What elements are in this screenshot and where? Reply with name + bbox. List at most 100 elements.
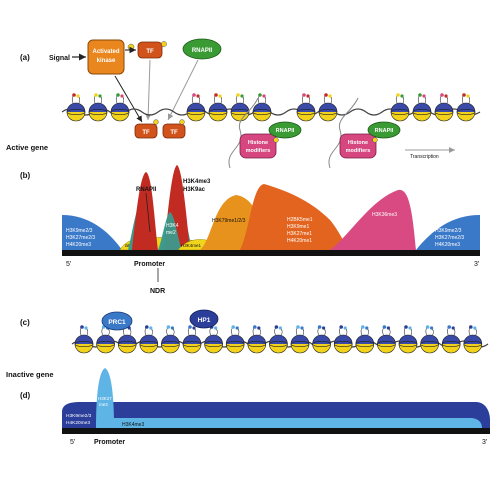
rnapii-top-label: RNAPII (192, 48, 213, 54)
tf-bound-2: TF (162, 123, 186, 139)
mid-marks-peak (240, 184, 350, 250)
repressive-marks-left (62, 215, 122, 250)
rnapii-pointer (145, 192, 151, 233)
panel-a-label: (a) (20, 53, 30, 62)
kinase-label-1: Activated (92, 49, 119, 55)
h3k4me3-band (96, 418, 482, 428)
h3k79-label: H3K79me1/2/3 (212, 218, 246, 224)
rep-right-3: H4K20me3 (435, 242, 460, 248)
inactive-left-2: H4K20me3 (66, 420, 90, 426)
active-nucleosome (412, 93, 432, 122)
hm1-label-1: Histone (248, 140, 268, 146)
gene-baseline-active (62, 250, 480, 256)
peak-rnapii-label: RNAPII (136, 187, 157, 193)
rep-right-2: H3K27me2/3 (435, 235, 464, 241)
h3k4me3-peak-left (132, 172, 158, 250)
h3k27me3-peak (96, 368, 114, 428)
inactive-nucleosome (441, 325, 461, 354)
inactive-nucleosome (247, 325, 267, 354)
active-nucleosome (88, 93, 108, 122)
mid-4: H4K20me1 (287, 238, 312, 244)
inactive-h3k4me3-label: H3K4me3 (122, 422, 144, 428)
mid-3: H3K27me1 (287, 231, 312, 237)
kinase-to-chromatin-arrow (114, 75, 143, 123)
inactive-nucleosome (355, 325, 375, 354)
mid-1: H2BK5me1 (287, 217, 313, 223)
rnapii-drop-arrow (167, 59, 199, 121)
transcript-line-2 (328, 97, 359, 169)
hp1-label: HP1 (198, 317, 211, 324)
h3k36me3-peak (330, 189, 416, 250)
tf-bound-dot-2 (179, 119, 185, 125)
active-nucleosome (230, 93, 250, 122)
nucleosome-array-inactive (74, 325, 483, 354)
h3k27-label-1: H3K27 (98, 396, 112, 401)
panel-c-label: (c) (20, 318, 30, 327)
tf-bound-1-label: TF (142, 130, 150, 136)
active-nucleosome (456, 93, 476, 122)
tf-bound-1: TF (134, 123, 158, 139)
transcription-label: Transcription (410, 154, 439, 160)
rep-left-1: H3K9me2/3 (66, 228, 93, 234)
inactive-left-1: H3K9me2/3 (66, 413, 92, 419)
h3k4me2-label-1: H3K4 (166, 223, 179, 229)
inactive-nucleosome (117, 325, 137, 354)
phosphate-dot (127, 43, 135, 51)
repressive-marks-right (416, 215, 480, 250)
inactive-nucleosome (204, 325, 223, 354)
inactive-gene-title: Inactive gene (6, 370, 54, 379)
hm2-label-2: modifiers (346, 148, 371, 154)
gene-baseline-inactive (62, 428, 490, 434)
histone-modifier-1: Histone modifiers (239, 133, 277, 159)
ndr-label: NDR (150, 288, 165, 295)
prc1-complex: PRC1 (101, 311, 133, 331)
promoter-inactive: Promoter (94, 439, 125, 446)
inactive-nucleosome (182, 325, 202, 354)
h3k4me2-label-2: me2 (166, 230, 176, 236)
prc1-label: PRC1 (108, 319, 126, 326)
active-gene-title: Active gene (6, 143, 48, 152)
active-nucleosome (186, 93, 206, 122)
three-prime-active: 3' (474, 261, 479, 268)
active-nucleosome (318, 93, 338, 122)
activated-kinase: Activated kinase (87, 39, 125, 75)
inactive-nucleosome (420, 325, 439, 354)
tf-top-label: TF (146, 49, 154, 55)
hm2-label-1: Histone (348, 140, 368, 146)
active-nucleosome (66, 93, 86, 122)
active-nucleosome (252, 93, 272, 122)
panel-d-label: (d) (20, 391, 31, 400)
hp1-complex: HP1 (189, 309, 219, 329)
h3k36me3-label: H3K36me3 (372, 212, 397, 218)
rnapii-elongating-1-label: RNAPII (276, 128, 295, 134)
five-prime-inactive: 5' (70, 439, 75, 446)
active-nucleosome (110, 93, 130, 122)
histone-modifier-2: Histone modifiers (339, 133, 377, 159)
three-prime-inactive: 3' (482, 439, 487, 446)
inactive-nucleosome (139, 325, 159, 354)
tf-bound-2-label: TF (170, 130, 178, 136)
inactive-nucleosome (74, 325, 94, 354)
active-nucleosome (390, 93, 410, 122)
rep-right-1: H3K9me2/3 (435, 228, 462, 234)
inactive-nucleosome (333, 325, 353, 354)
kinase-label-2: kinase (97, 58, 116, 64)
inactive-nucleosome (269, 325, 288, 354)
rnapii-elongating-2-label: RNAPII (375, 128, 394, 134)
five-prime-active: 5' (66, 261, 71, 268)
nucleosome-array-active (66, 93, 476, 122)
tf-bound-dot-1 (153, 119, 159, 125)
inactive-nucleosome (96, 325, 115, 354)
rnapii-elongating-2: RNAPII (367, 121, 401, 139)
inactive-nucleosome (290, 325, 310, 354)
active-nucleosome (208, 93, 228, 122)
inactive-nucleosome (161, 325, 180, 354)
mid-2: H3K9me1 (287, 224, 309, 230)
tf-top: TF (137, 41, 163, 59)
rnapii-2-dot (372, 137, 378, 143)
rnapii-elongating-1: RNAPII (268, 121, 302, 139)
promoter-active: Promoter (134, 261, 165, 268)
inactive-nucleosome (312, 325, 331, 354)
rnapii-top: RNAPII (182, 38, 222, 60)
